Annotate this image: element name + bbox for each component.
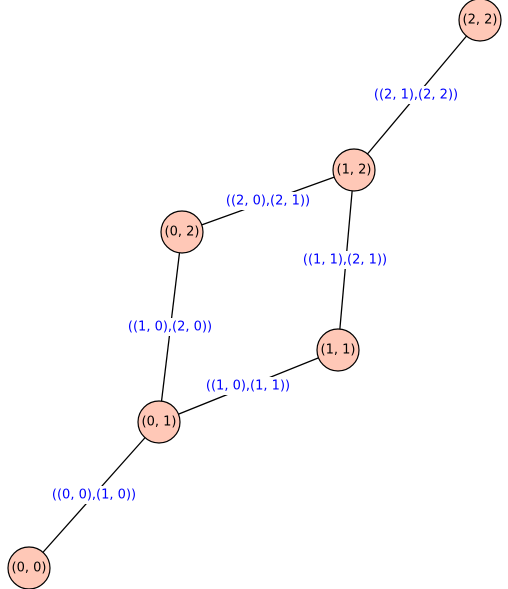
edge-label-0-0-to-0-1: ((0, 0),(1, 0)) (52, 488, 136, 503)
node-2-2: (2, 2) (458, 0, 502, 42)
node-1-1: (1, 1) (316, 328, 360, 372)
edge-label-background (221, 192, 315, 210)
edge-label-background (298, 251, 392, 269)
node-circle (332, 148, 376, 192)
node-circle (7, 546, 51, 589)
node-label: (1, 2) (337, 163, 372, 178)
node-label: (1, 1) (321, 343, 356, 358)
node-circle (458, 0, 502, 42)
edge-labels-layer: ((0, 0),(1, 0)) ((1, 0),(2, 0)) ((1, 0),(1… (47, 86, 463, 504)
node-label: (0, 1) (142, 415, 177, 430)
node-label: (2, 2) (463, 13, 498, 28)
edge-label-0-1-to-0-2: ((1, 0),(2, 0)) (128, 320, 212, 335)
node-0-0: (0, 0) (7, 546, 51, 589)
node-circle (160, 210, 204, 254)
nodes-layer: (0, 0) (0, 1) (0, 2) (1, 1) (1, 2) (2, 2) (7, 0, 502, 589)
edge-label-1-2-to-2-2: ((2, 1),(2, 2)) (374, 88, 458, 103)
node-label: (0, 2) (165, 225, 200, 240)
edge-label-0-1-to-1-1: ((1, 0),(1, 1)) (206, 379, 290, 394)
edge-label-background (123, 318, 217, 336)
node-1-2: (1, 2) (332, 148, 376, 192)
edge-label-background (201, 377, 295, 395)
edge-label-background (47, 486, 141, 504)
node-0-1: (0, 1) (137, 400, 181, 444)
node-label: (0, 0) (12, 561, 47, 576)
edge-label-1-1-to-1-2: ((1, 1),(2, 1)) (303, 253, 387, 268)
node-0-2: (0, 2) (160, 210, 204, 254)
node-circle (316, 328, 360, 372)
edge-label-background (369, 86, 463, 104)
node-circle (137, 400, 181, 444)
edge-label-0-2-to-1-2: ((2, 0),(2, 1)) (226, 194, 310, 209)
